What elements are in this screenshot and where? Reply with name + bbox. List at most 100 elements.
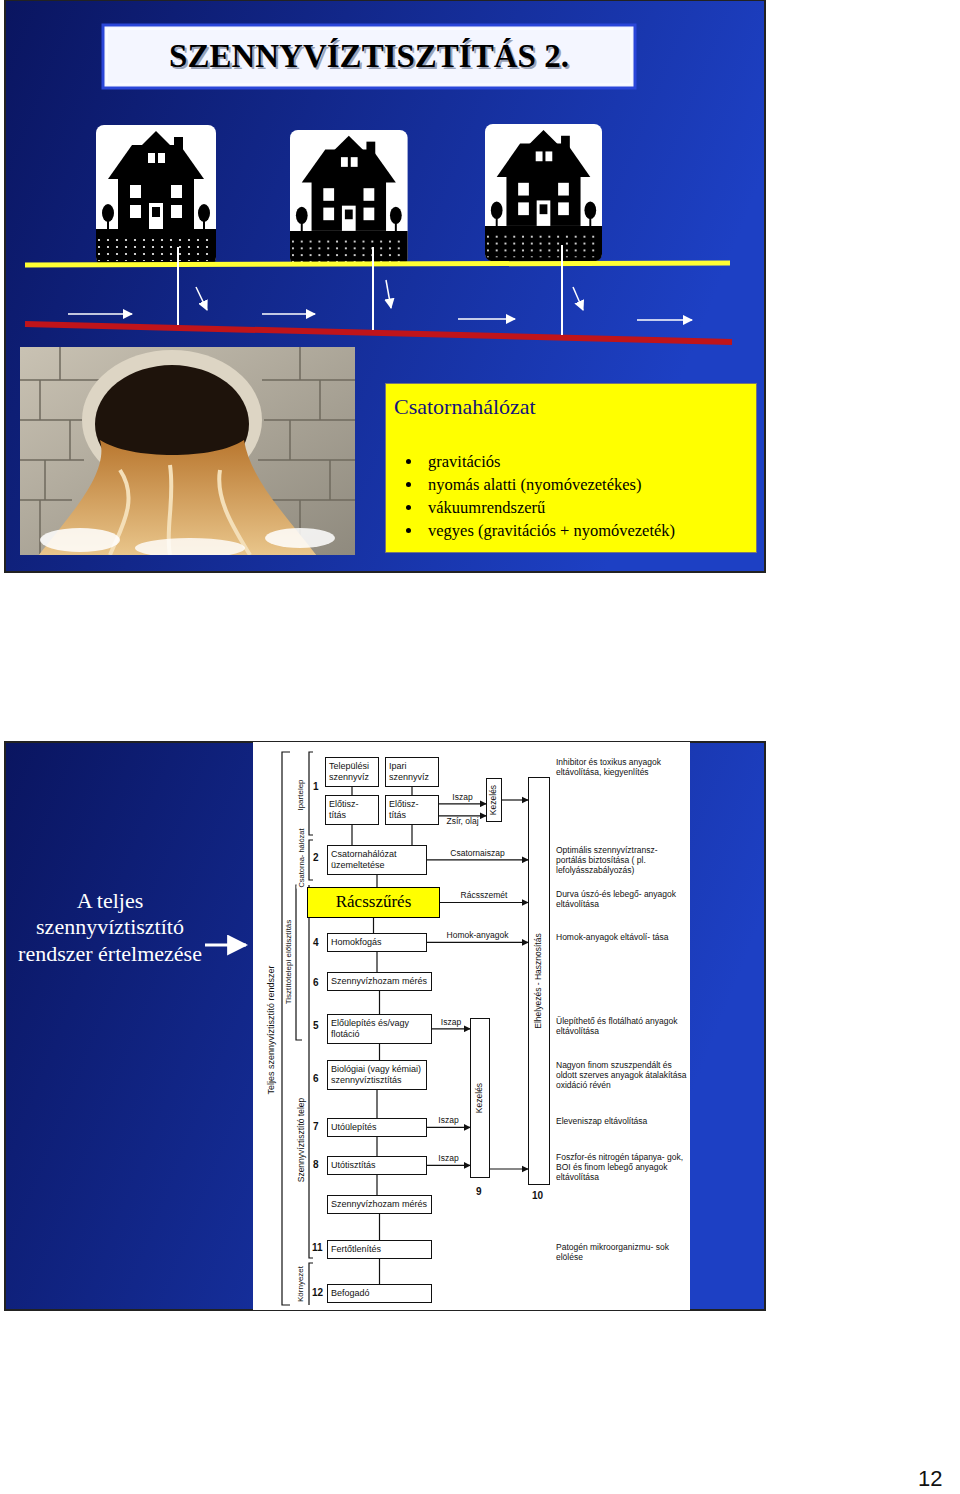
box-text: Fertőtlenítés <box>331 1244 428 1255</box>
step-number: 5 <box>313 1020 319 1032</box>
vertical-box: Elhelyezés - Hasznosítás <box>528 777 550 1185</box>
box-text: Rácsszűrés <box>332 893 416 912</box>
bullet-dot <box>406 528 411 533</box>
flow-connector <box>432 1028 470 1029</box>
box-text: Előtisz- títás <box>389 799 435 821</box>
note-text: Durva úszó-és lebegő- anyagok eltávolítá… <box>556 889 688 909</box>
title-holder: SZENNYVÍZTISZTÍTÁS 2. <box>103 25 635 88</box>
bullet-box: Csatornahálózatgravitációsnyomás alatti … <box>385 383 757 553</box>
flow-label: Iszap <box>437 1154 459 1164</box>
flow-connector <box>411 825 412 845</box>
flow-connector <box>427 1127 470 1128</box>
pointer-arrow <box>205 944 246 947</box>
flow-connector <box>379 1214 380 1240</box>
box-text: Utótisztítás <box>331 1160 423 1171</box>
box-text: Elhelyezés - Hasznosítás <box>534 933 543 1028</box>
box-text: Biológiai (vagy kémiai) szennyvíztisztít… <box>331 1064 423 1086</box>
bracket-line <box>296 885 302 1040</box>
slide-background <box>5 742 765 1310</box>
process-box: Utótisztítás <box>327 1156 427 1175</box>
flow-connector <box>411 787 412 795</box>
flow-connector <box>351 825 352 845</box>
flow-label: Rácsszemét <box>460 891 509 901</box>
flow-label: Csatornaiszap <box>449 849 505 859</box>
bracket-line <box>309 752 313 1305</box>
flow-connector <box>440 902 528 903</box>
flow-arrow <box>196 287 207 310</box>
flow-connector <box>490 1168 528 1169</box>
list-item: vákuumrendszerű <box>392 496 748 519</box>
flow-connector <box>351 787 352 795</box>
side-label: Környezet <box>296 1265 306 1303</box>
caption-text: A teljes szennyvíztisztító rendszer érte… <box>15 888 205 967</box>
flow-label: Iszap <box>437 1116 459 1126</box>
sewer-outlet-photo <box>20 347 355 555</box>
note-text: Patogén mikroorganizmu- sok elölése <box>556 1242 688 1262</box>
step-number: 4 <box>313 937 319 949</box>
note-text: Homok-anyagok eltávolí- tása <box>556 932 688 942</box>
diagram-panel <box>253 742 690 1310</box>
bullet-dot <box>406 459 411 464</box>
flow-connector <box>439 803 486 804</box>
box-text: Kezelés <box>475 1083 484 1113</box>
process-box: Szennyvízhozam mérés <box>327 1195 432 1214</box>
step-number: 12 <box>312 1287 323 1299</box>
step-number: 11 <box>312 1242 323 1254</box>
process-box: Települési szennyvíz <box>325 757 379 787</box>
note-text: Nagyon finom szuszpendált és oldott szer… <box>556 1060 688 1091</box>
step-number: 6 <box>313 977 319 989</box>
step-number: 10 <box>532 1190 543 1202</box>
slide-background <box>5 0 765 572</box>
process-box: Ipari szennyvíz <box>385 757 439 787</box>
box-text: Települési szennyvíz <box>329 761 375 783</box>
note-text: Ülepíthető és flotálható anyagok eltávol… <box>556 1016 688 1036</box>
flow-arrow <box>573 287 583 310</box>
box-text: Szennyvízhozam mérés <box>331 976 428 987</box>
process-box: Biológiai (vagy kémiai) szennyvíztisztít… <box>327 1060 427 1090</box>
step-number: 2 <box>313 852 319 864</box>
step-number: 6 <box>313 1073 319 1085</box>
process-box: Szennyvízhozam mérés <box>327 972 432 991</box>
step-number: 8 <box>313 1159 319 1171</box>
flow-label: Homok-anyagok <box>446 931 510 941</box>
house-symbol <box>485 124 602 261</box>
flow-connector <box>379 1044 380 1060</box>
process-box: Csatornahálózat üzemeltetése <box>327 845 427 875</box>
bracket-line <box>282 752 290 1305</box>
note-text: Eleveniszap eltávolítása <box>556 1116 688 1126</box>
flow-connector <box>427 859 528 860</box>
flow-connector <box>427 942 528 943</box>
process-box: Előülepítés és/vagy flotáció <box>327 1014 432 1044</box>
box-text: Befogadó <box>331 1288 428 1299</box>
highlight-box: Rácsszűrés <box>307 887 440 918</box>
bullet-dot <box>406 505 411 510</box>
house-connection <box>177 247 179 325</box>
flow-label: Zsír, olaj <box>445 817 479 827</box>
step-number: 1 <box>313 781 319 793</box>
process-box: Előtisz- títás <box>325 795 379 825</box>
side-label: Ipartelep <box>296 778 306 811</box>
side-label: Teljes szennyvíztisztító rendszer <box>266 964 277 1095</box>
step-number: 9 <box>476 1186 482 1198</box>
side-label: Csatorna- hálózat <box>297 827 306 888</box>
flow-connector <box>376 952 377 972</box>
process-box: Utóülepítés <box>327 1118 427 1137</box>
process-box: Fertőtlenítés <box>327 1240 432 1259</box>
house-connection <box>372 247 374 330</box>
flow-connector <box>376 1175 377 1195</box>
list-item: gravitációs <box>392 450 748 473</box>
note-text: Foszfor-és nitrogén tápanya- gok, BOI és… <box>556 1152 688 1183</box>
box-heading: Csatornahálózat <box>392 394 748 420</box>
flow-connector <box>373 918 374 933</box>
house-connection <box>561 245 563 335</box>
flow-connector <box>439 815 486 816</box>
foam <box>40 528 120 552</box>
house-symbol <box>290 130 408 266</box>
flow-label: Iszap <box>451 793 473 803</box>
side-label: Szennyvíztisztító telep <box>296 1097 306 1184</box>
title-frame-inner <box>107 29 631 84</box>
step-number: 7 <box>313 1121 319 1133</box>
slide-title: SZENNYVÍZTISZTÍTÁS 2. <box>169 38 569 75</box>
